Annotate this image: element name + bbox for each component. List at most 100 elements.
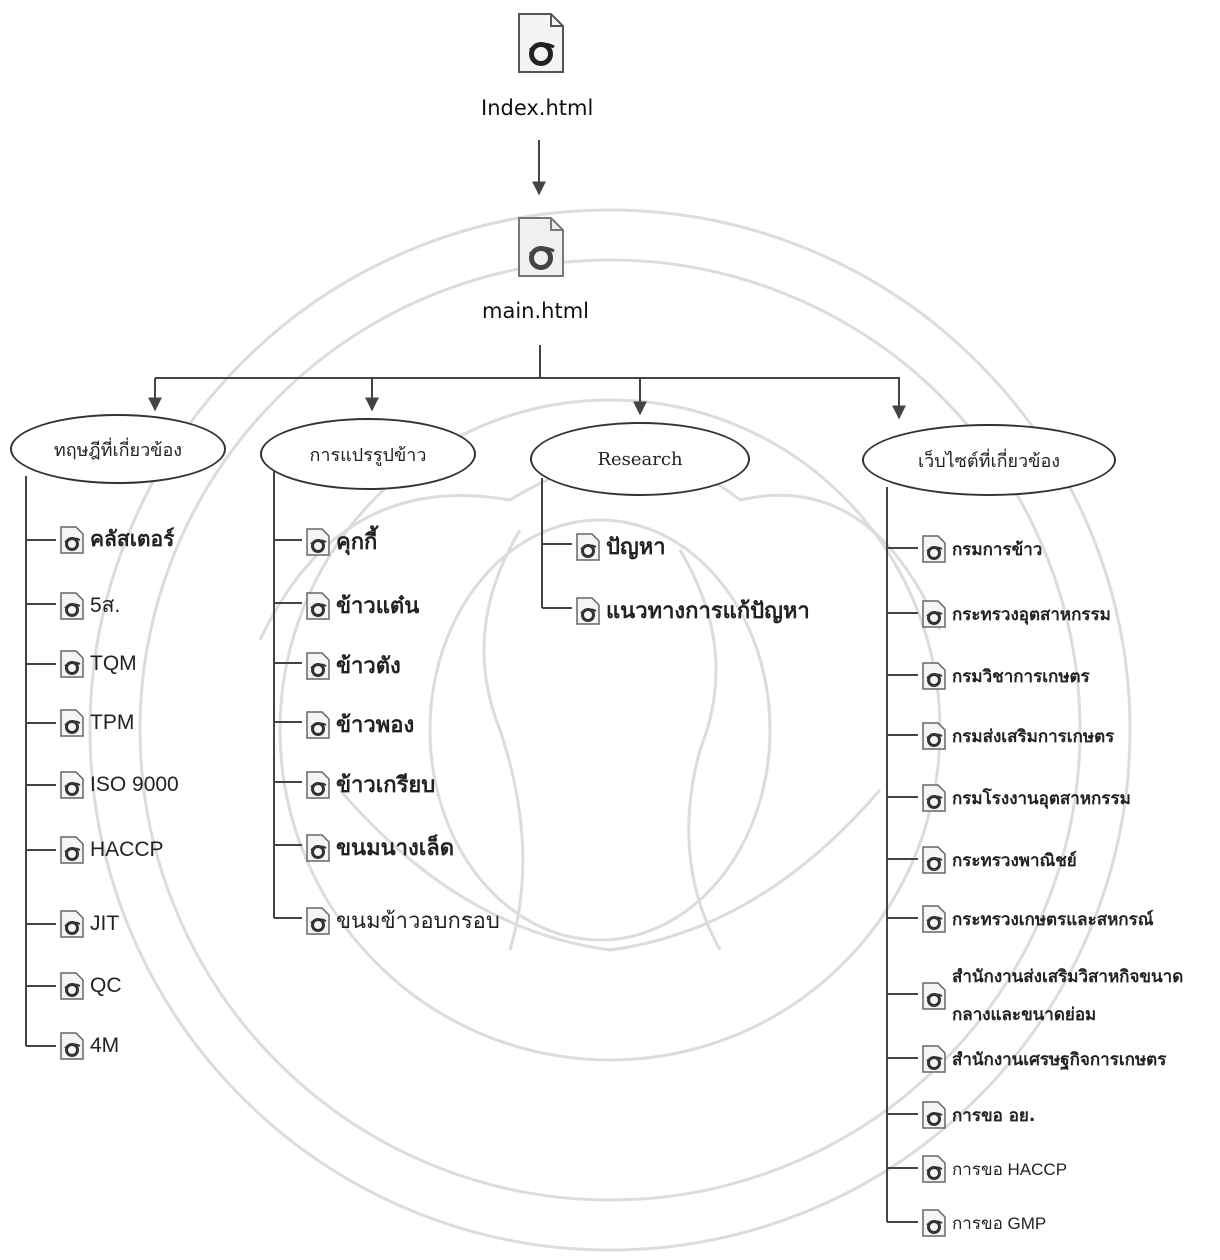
link-label: 5ส. (90, 594, 121, 617)
ie-page-icon (304, 651, 332, 681)
link-label: JIT (90, 912, 120, 935)
page-link[interactable]: 5ส. (58, 589, 120, 622)
page-link[interactable]: HACCP (58, 835, 164, 865)
website-link[interactable]: กระทรวงอุตสาหกรรม (920, 599, 1111, 629)
website-link[interactable]: การขอ อย. (920, 1100, 1035, 1130)
category-rice-processing-node[interactable]: การแปรรูปข้าว (260, 418, 476, 490)
link-label: กระทรวงอุตสาหกรรม (952, 604, 1111, 625)
page-link[interactable]: TPM (58, 708, 134, 738)
ie-page-icon (58, 708, 86, 738)
link-label: กระทรวงเกษตรและสหกรณ์ (952, 909, 1154, 930)
ie-page-icon (58, 835, 86, 865)
link-label: ข้าวแต๋น (336, 594, 420, 619)
website-link[interactable]: การขอ GMP (920, 1208, 1046, 1238)
ie-page-icon (920, 783, 948, 813)
link-label: ปัญหา (606, 535, 666, 560)
page-link[interactable]: ข้าวเกรียบ (304, 767, 435, 802)
page-link[interactable]: แนวทางการแก้ปัญหา (574, 593, 810, 628)
page-link[interactable]: 4M (58, 1031, 119, 1061)
category-label: Research (597, 448, 683, 470)
link-label: กรมวิชาการเกษตร (952, 666, 1090, 687)
link-label: ข้าวพอง (336, 713, 415, 738)
link-label: TQM (90, 652, 137, 675)
link-label: QC (90, 974, 122, 997)
link-label: คลัสเตอร์ (90, 527, 175, 551)
website-link[interactable]: สำนักงานส่งเสริมวิสาหกิจขนาด กลางและขนาด… (920, 958, 1183, 1034)
link-label: กรมการข้าว (952, 539, 1043, 560)
category-label: ทฤษฎีที่เกี่ยวข้อง (53, 439, 183, 461)
ie-page-icon (304, 770, 332, 800)
ie-page-icon (574, 532, 602, 562)
link-label: 4M (90, 1034, 120, 1057)
ie-page-icon (58, 1031, 86, 1061)
page-link[interactable]: ขนมนางเล็ด (304, 830, 454, 865)
ie-page-icon (920, 981, 948, 1011)
link-label: การขอ HACCP (952, 1159, 1068, 1179)
page-link[interactable]: TQM (58, 649, 137, 679)
link-label-line: กลางและขนาดย่อม (952, 1005, 1097, 1025)
ie-page-icon (920, 534, 948, 564)
link-label: สำนักงานส่งเสริมวิสาหกิจขนาด กลางและขนาด… (952, 958, 1183, 1034)
page-link[interactable]: คลัสเตอร์ (58, 523, 174, 556)
link-label-line: สำนักงานส่งเสริมวิสาหกิจขนาด (952, 967, 1184, 987)
link-label: TPM (90, 711, 135, 734)
link-label: ข้าวตัง (336, 654, 401, 679)
category-research-node[interactable]: Research (530, 422, 750, 496)
link-label: ขนมนางเล็ด (336, 836, 455, 861)
root-file-label[interactable]: Index.html (481, 96, 594, 120)
ie-page-icon (58, 525, 86, 555)
website-link[interactable]: กระทรวงพาณิชย์ (920, 845, 1077, 875)
link-label: การขอ อย. (952, 1105, 1036, 1126)
page-link[interactable]: คุกกี้ (304, 524, 377, 559)
ie-page-icon (304, 710, 332, 740)
html-file-icon[interactable] (515, 216, 567, 282)
website-link[interactable]: การขอ HACCP (920, 1154, 1067, 1184)
page-link[interactable]: ข้าวพอง (304, 707, 414, 742)
page-link[interactable]: ISO 9000 (58, 770, 179, 800)
website-link[interactable]: กรมโรงงานอุตสาหกรรม (920, 783, 1131, 813)
link-label: แนวทางการแก้ปัญหา (606, 599, 810, 624)
category-label: การแปรรูปข้าว (309, 444, 427, 466)
ie-page-icon (920, 1154, 948, 1184)
website-link[interactable]: กรมส่งเสริมการเกษตร (920, 721, 1114, 751)
website-link[interactable]: กรมวิชาการเกษตร (920, 661, 1090, 691)
ie-page-icon (920, 1044, 948, 1074)
category-label: เว็บไซต์ที่เกี่ยวข้อง (917, 450, 1061, 472)
ie-page-icon (920, 845, 948, 875)
ie-page-icon (58, 909, 86, 939)
website-link[interactable]: กระทรวงเกษตรและสหกรณ์ (920, 904, 1154, 934)
ie-page-icon (304, 527, 332, 557)
main-file-label[interactable]: main.html (482, 299, 589, 323)
category-theory-node[interactable]: ทฤษฎีที่เกี่ยวข้อง (10, 414, 226, 484)
website-link[interactable]: สำนักงานเศรษฐกิจการเกษตร (920, 1044, 1166, 1074)
page-link[interactable]: ขนมข้าวอบกรอบ (304, 903, 500, 938)
link-label: กรมส่งเสริมการเกษตร (952, 726, 1115, 747)
ie-page-icon (920, 721, 948, 751)
ie-page-icon (304, 906, 332, 936)
link-label: การขอ GMP (952, 1213, 1047, 1233)
page-link[interactable]: JIT (58, 909, 119, 939)
link-label: คุกกี้ (336, 530, 378, 555)
page-link[interactable]: ปัญหา (574, 529, 666, 564)
page-link[interactable]: ข้าวแต๋น (304, 588, 419, 623)
html-file-icon[interactable] (515, 12, 567, 78)
ie-page-icon (920, 599, 948, 629)
ie-page-icon (920, 1208, 948, 1238)
link-label: ขนมข้าวอบกรอบ (336, 909, 500, 934)
link-label: สำนักงานเศรษฐกิจการเกษตร (952, 1049, 1167, 1070)
ie-page-icon (304, 591, 332, 621)
ie-page-icon (304, 833, 332, 863)
page-link[interactable]: QC (58, 971, 122, 1001)
website-link[interactable]: กรมการข้าว (920, 534, 1042, 564)
ie-page-icon (574, 596, 602, 626)
ie-page-icon (58, 649, 86, 679)
link-label: ISO 9000 (90, 773, 179, 796)
link-label: ข้าวเกรียบ (336, 773, 436, 798)
category-related-websites-node[interactable]: เว็บไซต์ที่เกี่ยวข้อง (862, 424, 1116, 496)
ie-page-icon (58, 770, 86, 800)
ie-page-icon (58, 591, 86, 621)
page-link[interactable]: ข้าวตัง (304, 648, 401, 683)
ie-page-icon (920, 904, 948, 934)
link-label: กระทรวงพาณิชย์ (952, 850, 1077, 871)
